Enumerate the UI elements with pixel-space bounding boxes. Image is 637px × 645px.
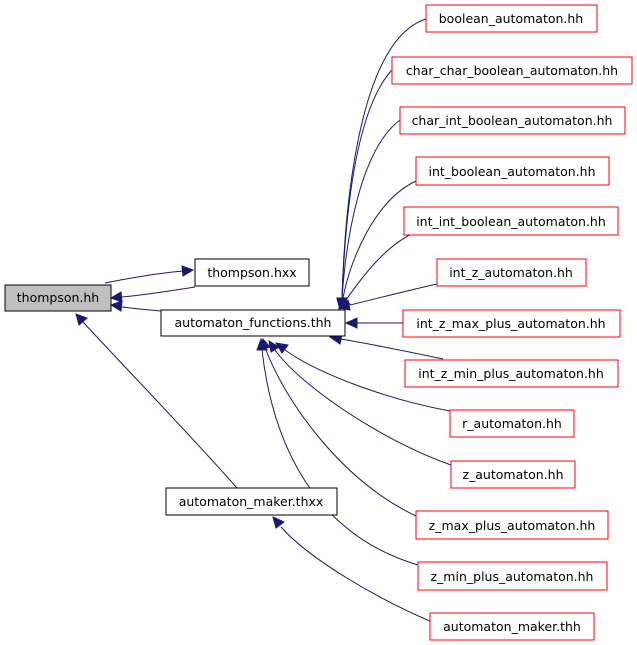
node-label: boolean_automaton.hh: [439, 11, 583, 26]
node-label: thompson.hxx: [207, 265, 296, 280]
node-r-automaton-hh[interactable]: r_automaton.hh: [449, 409, 575, 438]
edge-automaton-functions-to-thompson-hh: [109, 300, 162, 312]
node-label: automaton_maker.thxx: [179, 494, 324, 509]
node-automaton-functions-thh[interactable]: automaton_functions.thh: [160, 309, 346, 337]
edge-automaton-maker-thh-to-thxx: [272, 516, 433, 623]
node-label: thompson.hh: [17, 290, 99, 305]
node-label: automaton_functions.thh: [175, 315, 332, 330]
edge-int-z-min-plus-to-functions: [328, 333, 444, 360]
node-label: automaton_maker.thh: [443, 619, 581, 634]
node-int-z-min-plus-automaton-hh[interactable]: int_z_min_plus_automaton.hh: [404, 359, 619, 388]
node-int-z-automaton-hh[interactable]: int_z_automaton.hh: [436, 258, 587, 287]
node-label: char_char_boolean_automaton.hh: [406, 63, 618, 78]
node-char-int-boolean-automaton-hh[interactable]: char_int_boolean_automaton.hh: [399, 106, 626, 135]
node-thompson-hh[interactable]: thompson.hh: [4, 284, 112, 312]
edges: [75, 18, 452, 623]
node-label: char_int_boolean_automaton.hh: [412, 113, 613, 128]
node-automaton-maker-thxx[interactable]: automaton_maker.thxx: [165, 487, 338, 516]
node-label: r_automaton.hh: [462, 416, 562, 431]
node-char-char-boolean-automaton-hh[interactable]: char_char_boolean_automaton.hh: [391, 56, 633, 85]
node-z-max-plus-automaton-hh[interactable]: z_max_plus_automaton.hh: [415, 510, 609, 540]
node-boolean-automaton-hh[interactable]: boolean_automaton.hh: [425, 4, 598, 33]
node-label: z_max_plus_automaton.hh: [429, 518, 596, 533]
node-z-min-plus-automaton-hh[interactable]: z_min_plus_automaton.hh: [417, 561, 608, 591]
nodes: thompson.hh thompson.hxx automaton_funct…: [4, 4, 633, 641]
edge-char-char-boolean-to-functions: [336, 69, 393, 311]
edge-automaton-maker-thxx-to-thompson-hh: [75, 313, 238, 489]
node-automaton-maker-thh[interactable]: automaton_maker.thh: [429, 612, 595, 641]
node-label: int_z_automaton.hh: [449, 265, 573, 280]
node-label: z_automaton.hh: [462, 467, 563, 482]
edge-int-z-to-functions: [337, 283, 438, 311]
node-int-z-max-plus-automaton-hh[interactable]: int_z_max_plus_automaton.hh: [402, 309, 621, 338]
edge-int-z-max-plus-to-functions: [344, 317, 403, 329]
node-label: int_z_max_plus_automaton.hh: [416, 316, 605, 331]
node-int-boolean-automaton-hh[interactable]: int_boolean_automaton.hh: [415, 156, 610, 186]
edge-z-min-plus-to-functions: [256, 337, 419, 566]
node-int-int-boolean-automaton-hh[interactable]: int_int_boolean_automaton.hh: [403, 206, 619, 236]
node-label: int_int_boolean_automaton.hh: [416, 214, 606, 229]
edge-thompson-hh-to-thompson-hxx: [104, 265, 195, 284]
edge-r-automaton-to-functions: [275, 342, 451, 412]
node-thompson-hxx[interactable]: thompson.hxx: [194, 258, 310, 287]
node-label: z_min_plus_automaton.hh: [431, 569, 594, 584]
node-z-automaton-hh[interactable]: z_automaton.hh: [450, 460, 576, 489]
edge-thompson-hxx-to-thompson-hh: [109, 286, 196, 303]
node-label: int_z_min_plus_automaton.hh: [418, 366, 604, 381]
node-label: int_boolean_automaton.hh: [428, 164, 595, 179]
